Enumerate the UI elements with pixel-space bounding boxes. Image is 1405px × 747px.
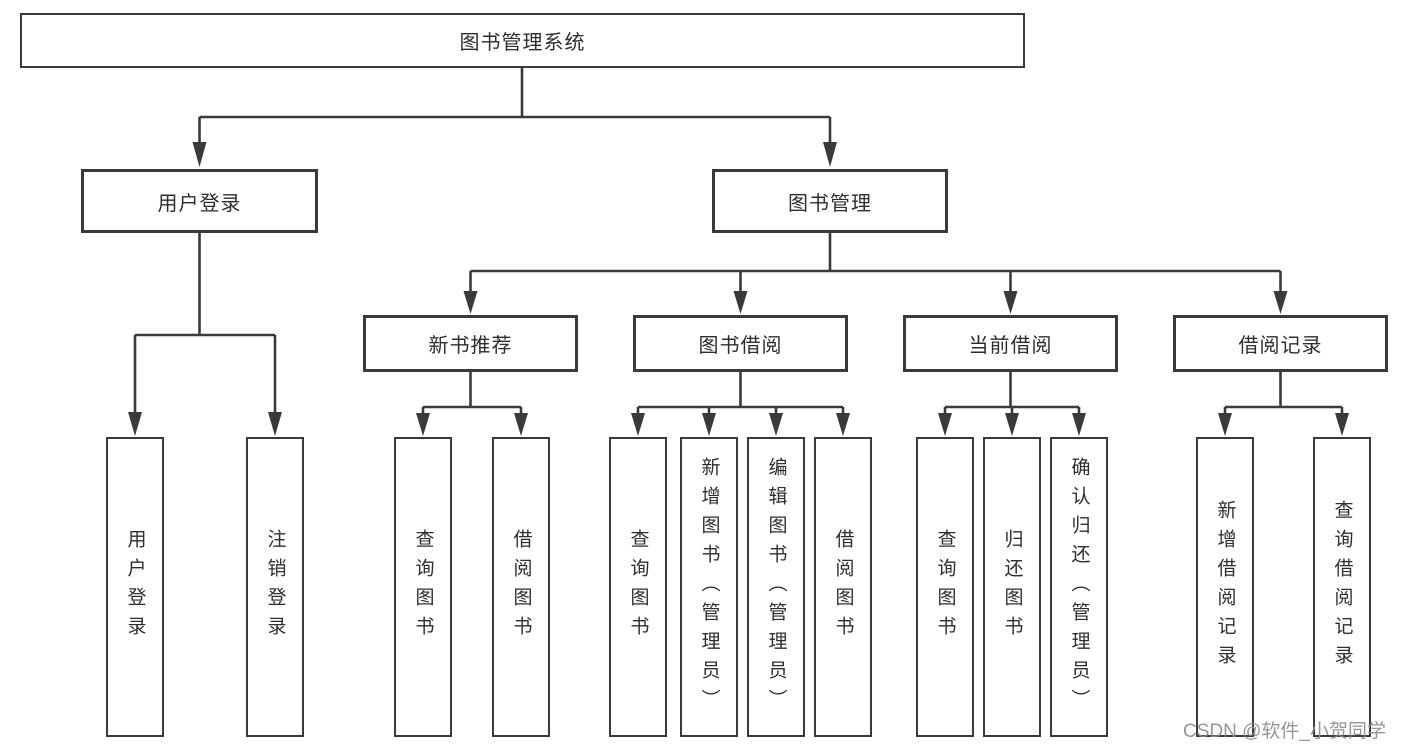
leaf-label: 编辑图书（管理员） — [765, 456, 787, 718]
leaf-label: 查询借阅记录 — [1331, 500, 1353, 674]
leaf-borrow-books-1: 借阅图书 — [492, 437, 550, 737]
arrowhead — [733, 291, 748, 314]
arrowhead — [938, 413, 952, 436]
leaf-label: 查询图书 — [934, 529, 956, 645]
arrowhead — [1003, 291, 1018, 314]
node-user-login: 用户登录 — [81, 169, 318, 233]
leaf-add-borrow-record: 新增借阅记录 — [1196, 437, 1254, 737]
arrowhead — [1072, 413, 1086, 436]
leaf-borrow-books-2: 借阅图书 — [814, 437, 872, 737]
node-borrow-records: 借阅记录 — [1173, 315, 1388, 372]
arrowhead — [1005, 413, 1019, 436]
leaf-label: 新增图书（管理员） — [698, 456, 720, 718]
arrowhead — [192, 142, 207, 167]
leaf-user-login: 用户登录 — [106, 437, 164, 737]
leaf-logout: 注销登录 — [246, 437, 304, 737]
node-label: 用户登录 — [157, 192, 242, 215]
leaf-label: 归还图书 — [1001, 529, 1023, 645]
arrowhead — [416, 413, 430, 436]
connector-borrow-records-subtree — [1218, 372, 1349, 436]
arrowhead — [823, 142, 837, 167]
arrowhead — [268, 412, 282, 436]
leaf-label: 借阅图书 — [510, 529, 532, 645]
leaf-query-books-2: 查询图书 — [609, 437, 667, 737]
node-library-system: 图书管理系统 — [20, 13, 1025, 68]
node-book-management: 图书管理 — [712, 169, 948, 233]
arrowhead — [702, 413, 716, 436]
node-label: 当前借阅 — [968, 335, 1053, 357]
node-label: 图书管理 — [788, 192, 872, 215]
arrowhead — [514, 413, 528, 436]
connector-current-borrow-subtree — [938, 372, 1086, 436]
leaf-label: 用户登录 — [124, 529, 146, 645]
leaf-edit-books-admin: 编辑图书（管理员） — [747, 437, 805, 737]
connector-book-borrow-subtree — [631, 372, 850, 436]
leaf-label: 确认归还（管理员） — [1068, 456, 1090, 718]
node-label: 图书借阅 — [698, 335, 783, 357]
node-label: 新书推荐 — [428, 335, 513, 357]
arrowhead — [463, 291, 478, 314]
leaf-label: 借阅图书 — [832, 529, 854, 645]
leaf-confirm-return-admin: 确认归还（管理员） — [1050, 437, 1108, 737]
arrowhead — [836, 413, 850, 436]
csdn-watermark: CSDN @软件_小贺同学 — [1183, 721, 1386, 742]
node-book-borrow: 图书借阅 — [633, 315, 848, 372]
connector-new-book-subtree — [416, 372, 528, 436]
connector-user-login-subtree — [128, 233, 282, 436]
leaf-query-books-3: 查询图书 — [916, 437, 974, 737]
node-label: 图书管理系统 — [459, 32, 586, 54]
leaf-label: 查询图书 — [627, 529, 649, 645]
node-label: 借阅记录 — [1238, 335, 1323, 357]
connector-book-mgmt-to-modules — [463, 233, 1288, 314]
arrowhead — [1218, 413, 1232, 436]
arrowhead — [1335, 413, 1349, 436]
node-new-book-recommend: 新书推荐 — [363, 315, 578, 372]
leaf-query-borrow-record: 查询借阅记录 — [1313, 437, 1371, 737]
leaf-label: 注销登录 — [264, 529, 286, 645]
arrowhead — [631, 413, 645, 436]
arrowhead — [769, 413, 783, 436]
connector-root-to-branches — [192, 68, 837, 167]
node-current-borrow: 当前借阅 — [903, 315, 1118, 372]
arrowhead — [1273, 291, 1288, 314]
arrowhead — [128, 412, 142, 436]
leaf-label: 查询图书 — [412, 529, 434, 645]
leaf-return-books: 归还图书 — [983, 437, 1041, 737]
leaf-add-books-admin: 新增图书（管理员） — [680, 437, 738, 737]
leaf-query-books-1: 查询图书 — [394, 437, 452, 737]
leaf-label: 新增借阅记录 — [1214, 500, 1236, 674]
